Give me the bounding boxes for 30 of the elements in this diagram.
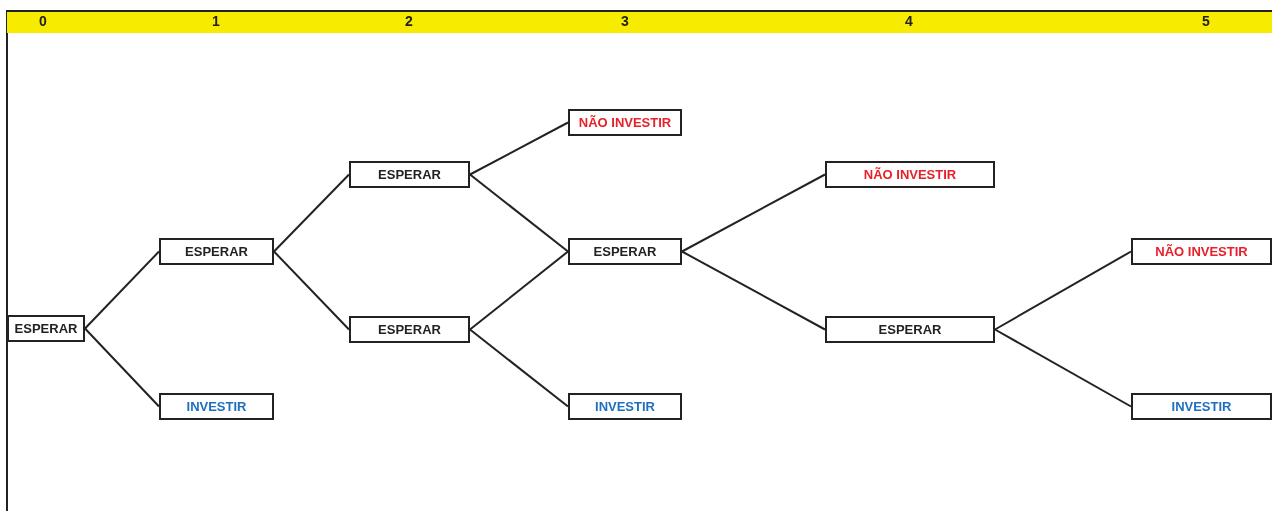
branch-line [273,173,350,253]
period-label: 1 [212,13,220,29]
no-invest-box: NÃO INVESTIR [1131,238,1272,265]
branch-line [681,173,826,253]
period-label: 2 [405,13,413,29]
period-label: 5 [1202,13,1210,29]
branch-line [84,327,160,408]
period-label: 0 [39,13,47,29]
branch-line [273,250,350,331]
branch-line [994,250,1132,331]
period-label: 3 [621,13,629,29]
no-invest-box: NÃO INVESTIR [825,161,995,188]
branch-line [681,250,826,331]
branch-line [84,250,160,330]
invest-box: INVESTIR [568,393,682,420]
invest-box: INVESTIR [159,393,274,420]
no-invest-box: NÃO INVESTIR [568,109,682,136]
period-label: 4 [905,13,913,29]
wait-box: ESPERAR [825,316,995,343]
wait-box: ESPERAR [349,161,470,188]
branch-line [469,173,569,253]
wait-box: ESPERAR [568,238,682,265]
branch-line [994,328,1132,408]
invest-box: INVESTIR [1131,393,1272,420]
branch-line [469,121,569,176]
branch-line [469,250,569,331]
wait-box: ESPERAR [349,316,470,343]
branch-line [469,328,569,408]
wait-box: ESPERAR [7,315,85,342]
wait-box: ESPERAR [159,238,274,265]
